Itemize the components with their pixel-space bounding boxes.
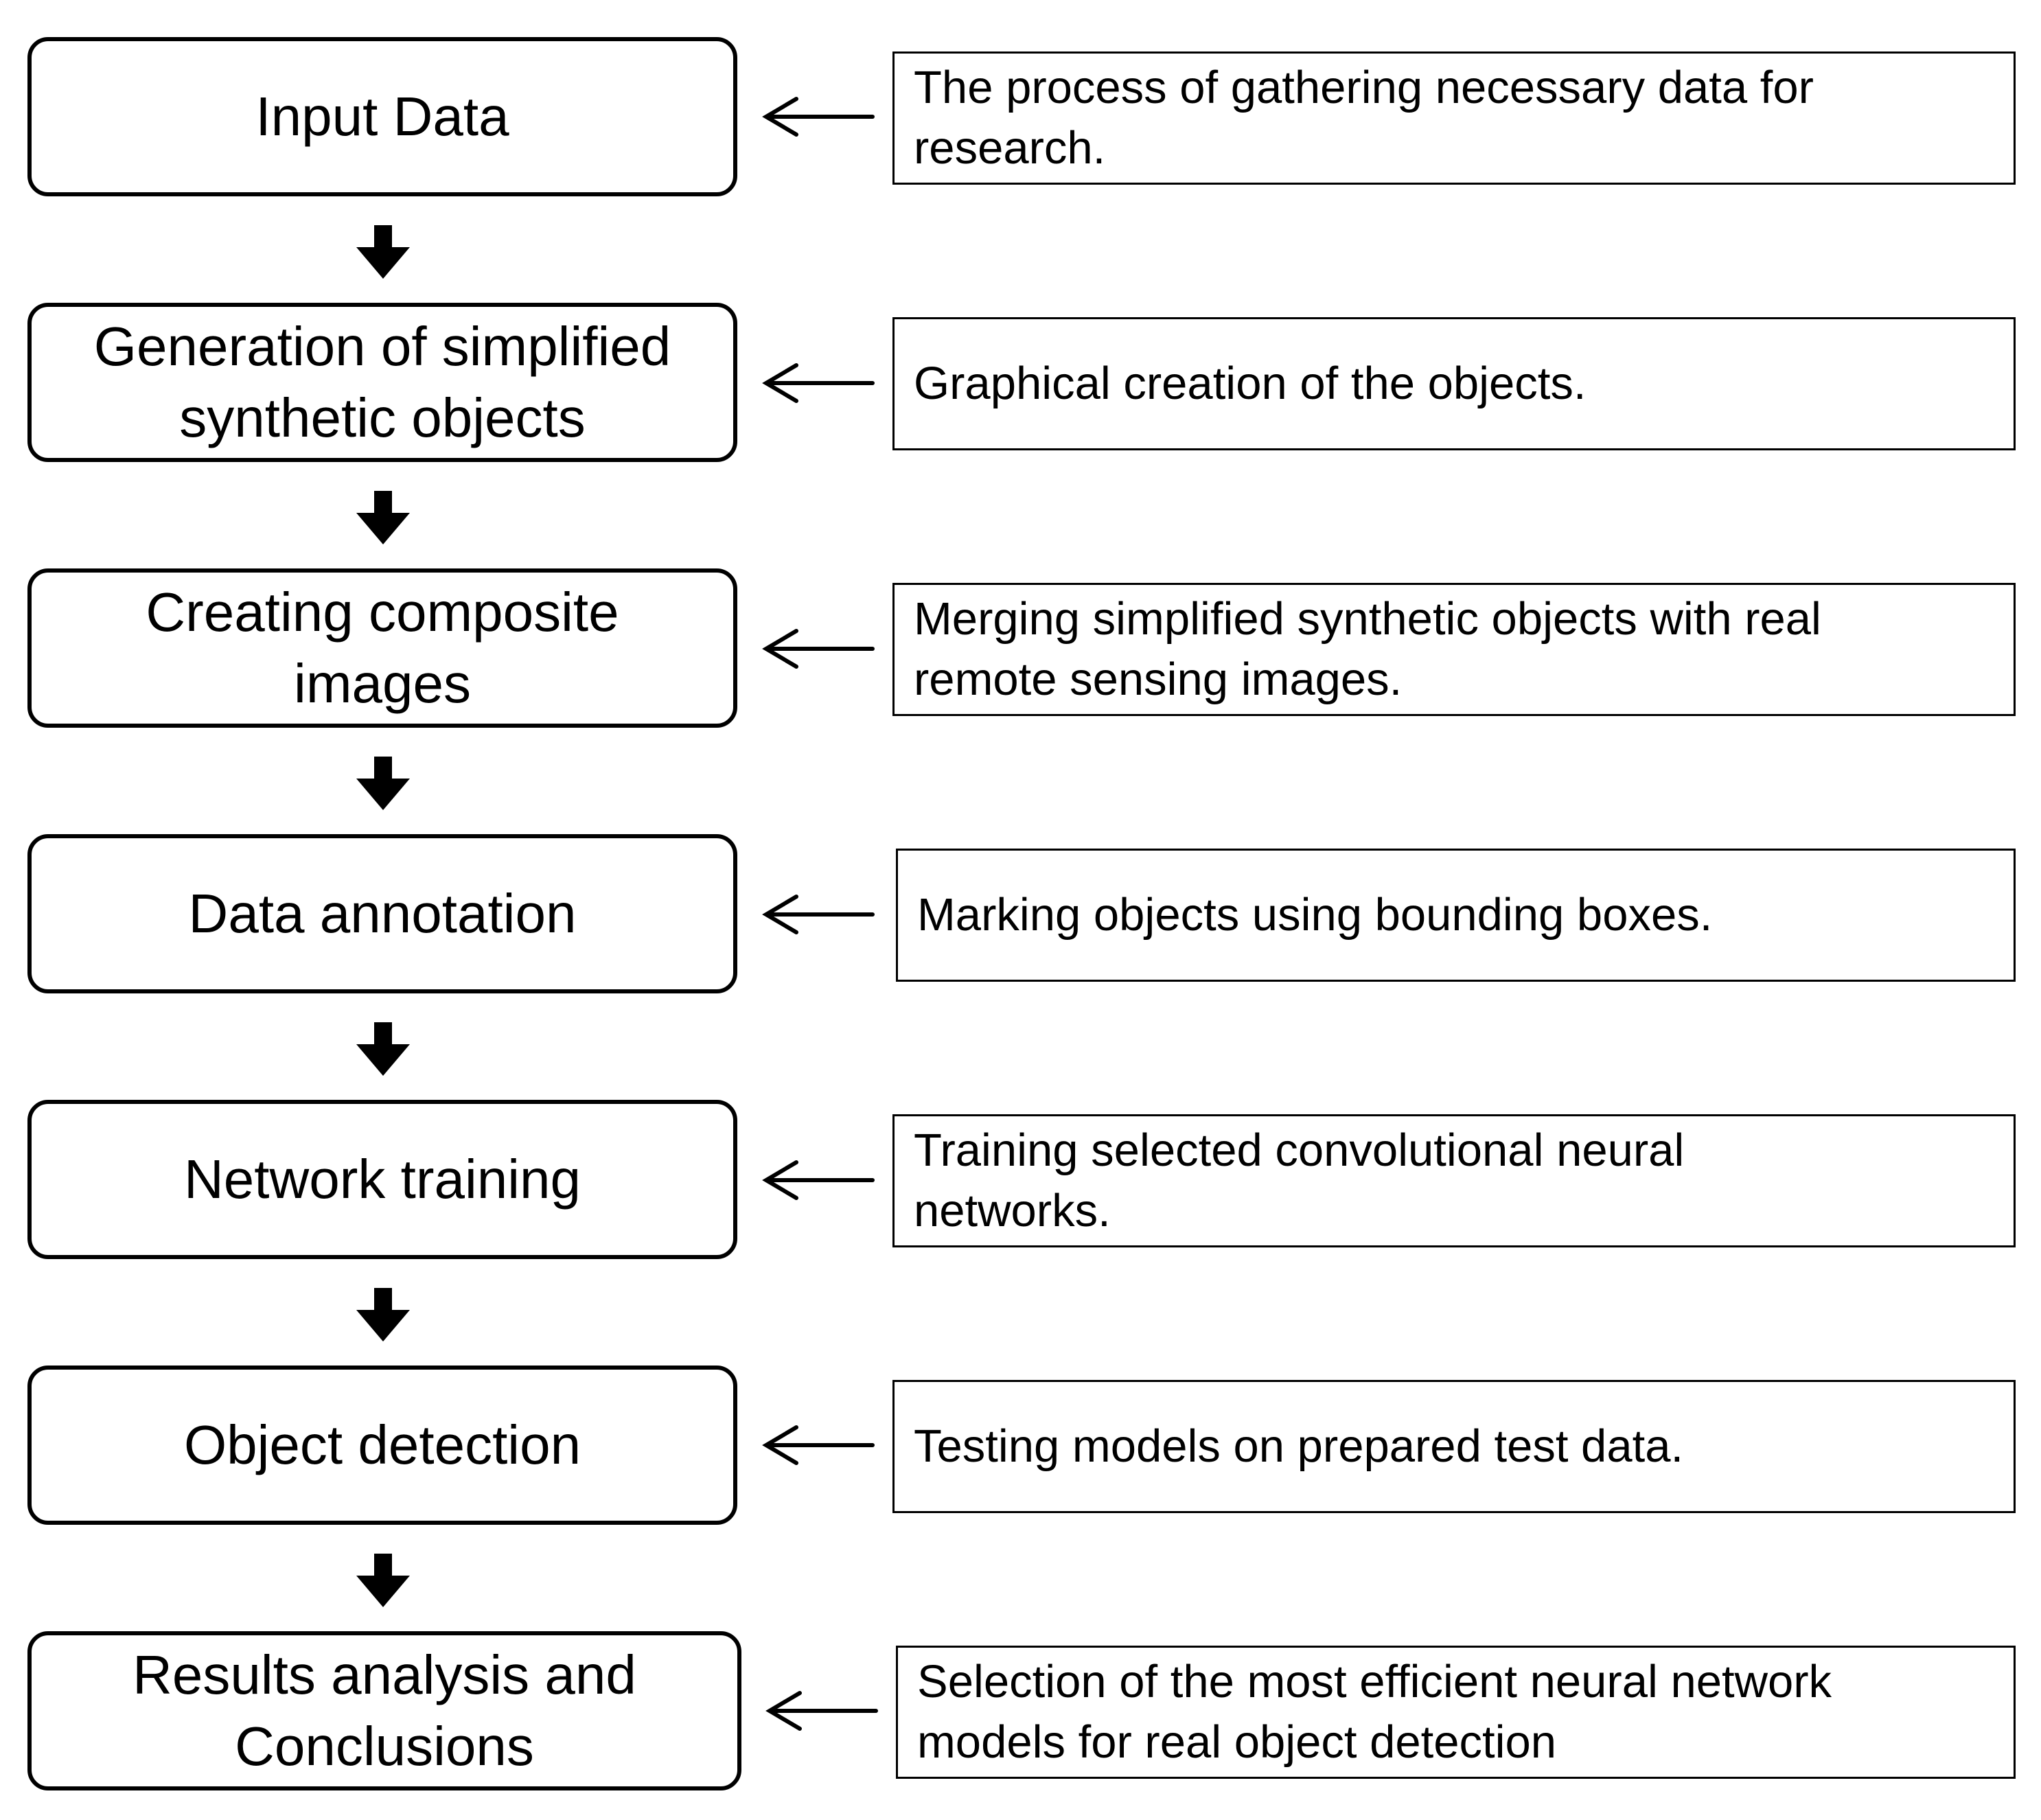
step-label: Results analysis and Conclusions — [132, 1644, 636, 1777]
step-label: Object detection — [183, 1414, 581, 1475]
description-box-network-training: Training selected convolutional neural n… — [892, 1114, 2016, 1247]
description-box-composite-images: Merging simplified synthetic objects wit… — [892, 583, 2016, 716]
description-text: The process of gathering necessary data … — [914, 62, 1814, 174]
left-arrows — [762, 97, 878, 1731]
step-label: Generation of simplified synthetic objec… — [93, 316, 671, 448]
left-arrow-icon — [762, 1160, 875, 1200]
left-arrow-icon — [762, 97, 875, 137]
step-box-input-data: Input Data — [27, 37, 737, 196]
step-label: Input Data — [255, 86, 509, 147]
description-box-data-annotation: Marking objects using bounding boxes. — [896, 849, 2016, 982]
step-box-network-training: Network training — [27, 1100, 737, 1259]
left-arrow-icon — [762, 895, 875, 934]
description-text: Testing models on prepared test data. — [914, 1420, 1684, 1472]
description-box-results-analysis: Selection of the most efficient neural n… — [896, 1646, 2016, 1779]
step-box-results-analysis: Results analysis and Conclusions — [27, 1631, 741, 1790]
description-text: Marking objects using bounding boxes. — [917, 889, 1713, 941]
down-arrow-icon — [356, 757, 410, 810]
down-arrow-icon — [356, 1288, 410, 1341]
step-box-composite-images: Creating composite images — [27, 568, 737, 728]
description-text: Graphical creation of the objects. — [914, 358, 1587, 409]
left-arrow-icon — [762, 1425, 875, 1465]
description-text: Training selected convolutional neural n… — [914, 1125, 1685, 1236]
left-arrow-icon — [762, 629, 875, 669]
description-box-input-data: The process of gathering necessary data … — [892, 51, 2016, 185]
down-arrows — [356, 225, 410, 1607]
left-arrow-icon — [762, 363, 875, 403]
step-box-generation: Generation of simplified synthetic objec… — [27, 303, 737, 462]
left-arrow-icon — [765, 1691, 878, 1731]
step-label: Data annotation — [188, 883, 577, 944]
description-text: Merging simplified synthetic objects wit… — [914, 593, 1821, 705]
description-text: Selection of the most efficient neural n… — [917, 1656, 1832, 1768]
step-label: Creating composite images — [146, 581, 619, 714]
step-label: Network training — [183, 1149, 581, 1210]
step-box-object-detection: Object detection — [27, 1366, 737, 1525]
step-box-data-annotation: Data annotation — [27, 834, 737, 993]
down-arrow-icon — [356, 1022, 410, 1076]
down-arrow-icon — [356, 1554, 410, 1607]
description-box-object-detection: Testing models on prepared test data. — [892, 1380, 2016, 1513]
down-arrow-icon — [356, 491, 410, 544]
down-arrow-icon — [356, 225, 410, 279]
description-box-generation: Graphical creation of the objects. — [892, 317, 2016, 450]
